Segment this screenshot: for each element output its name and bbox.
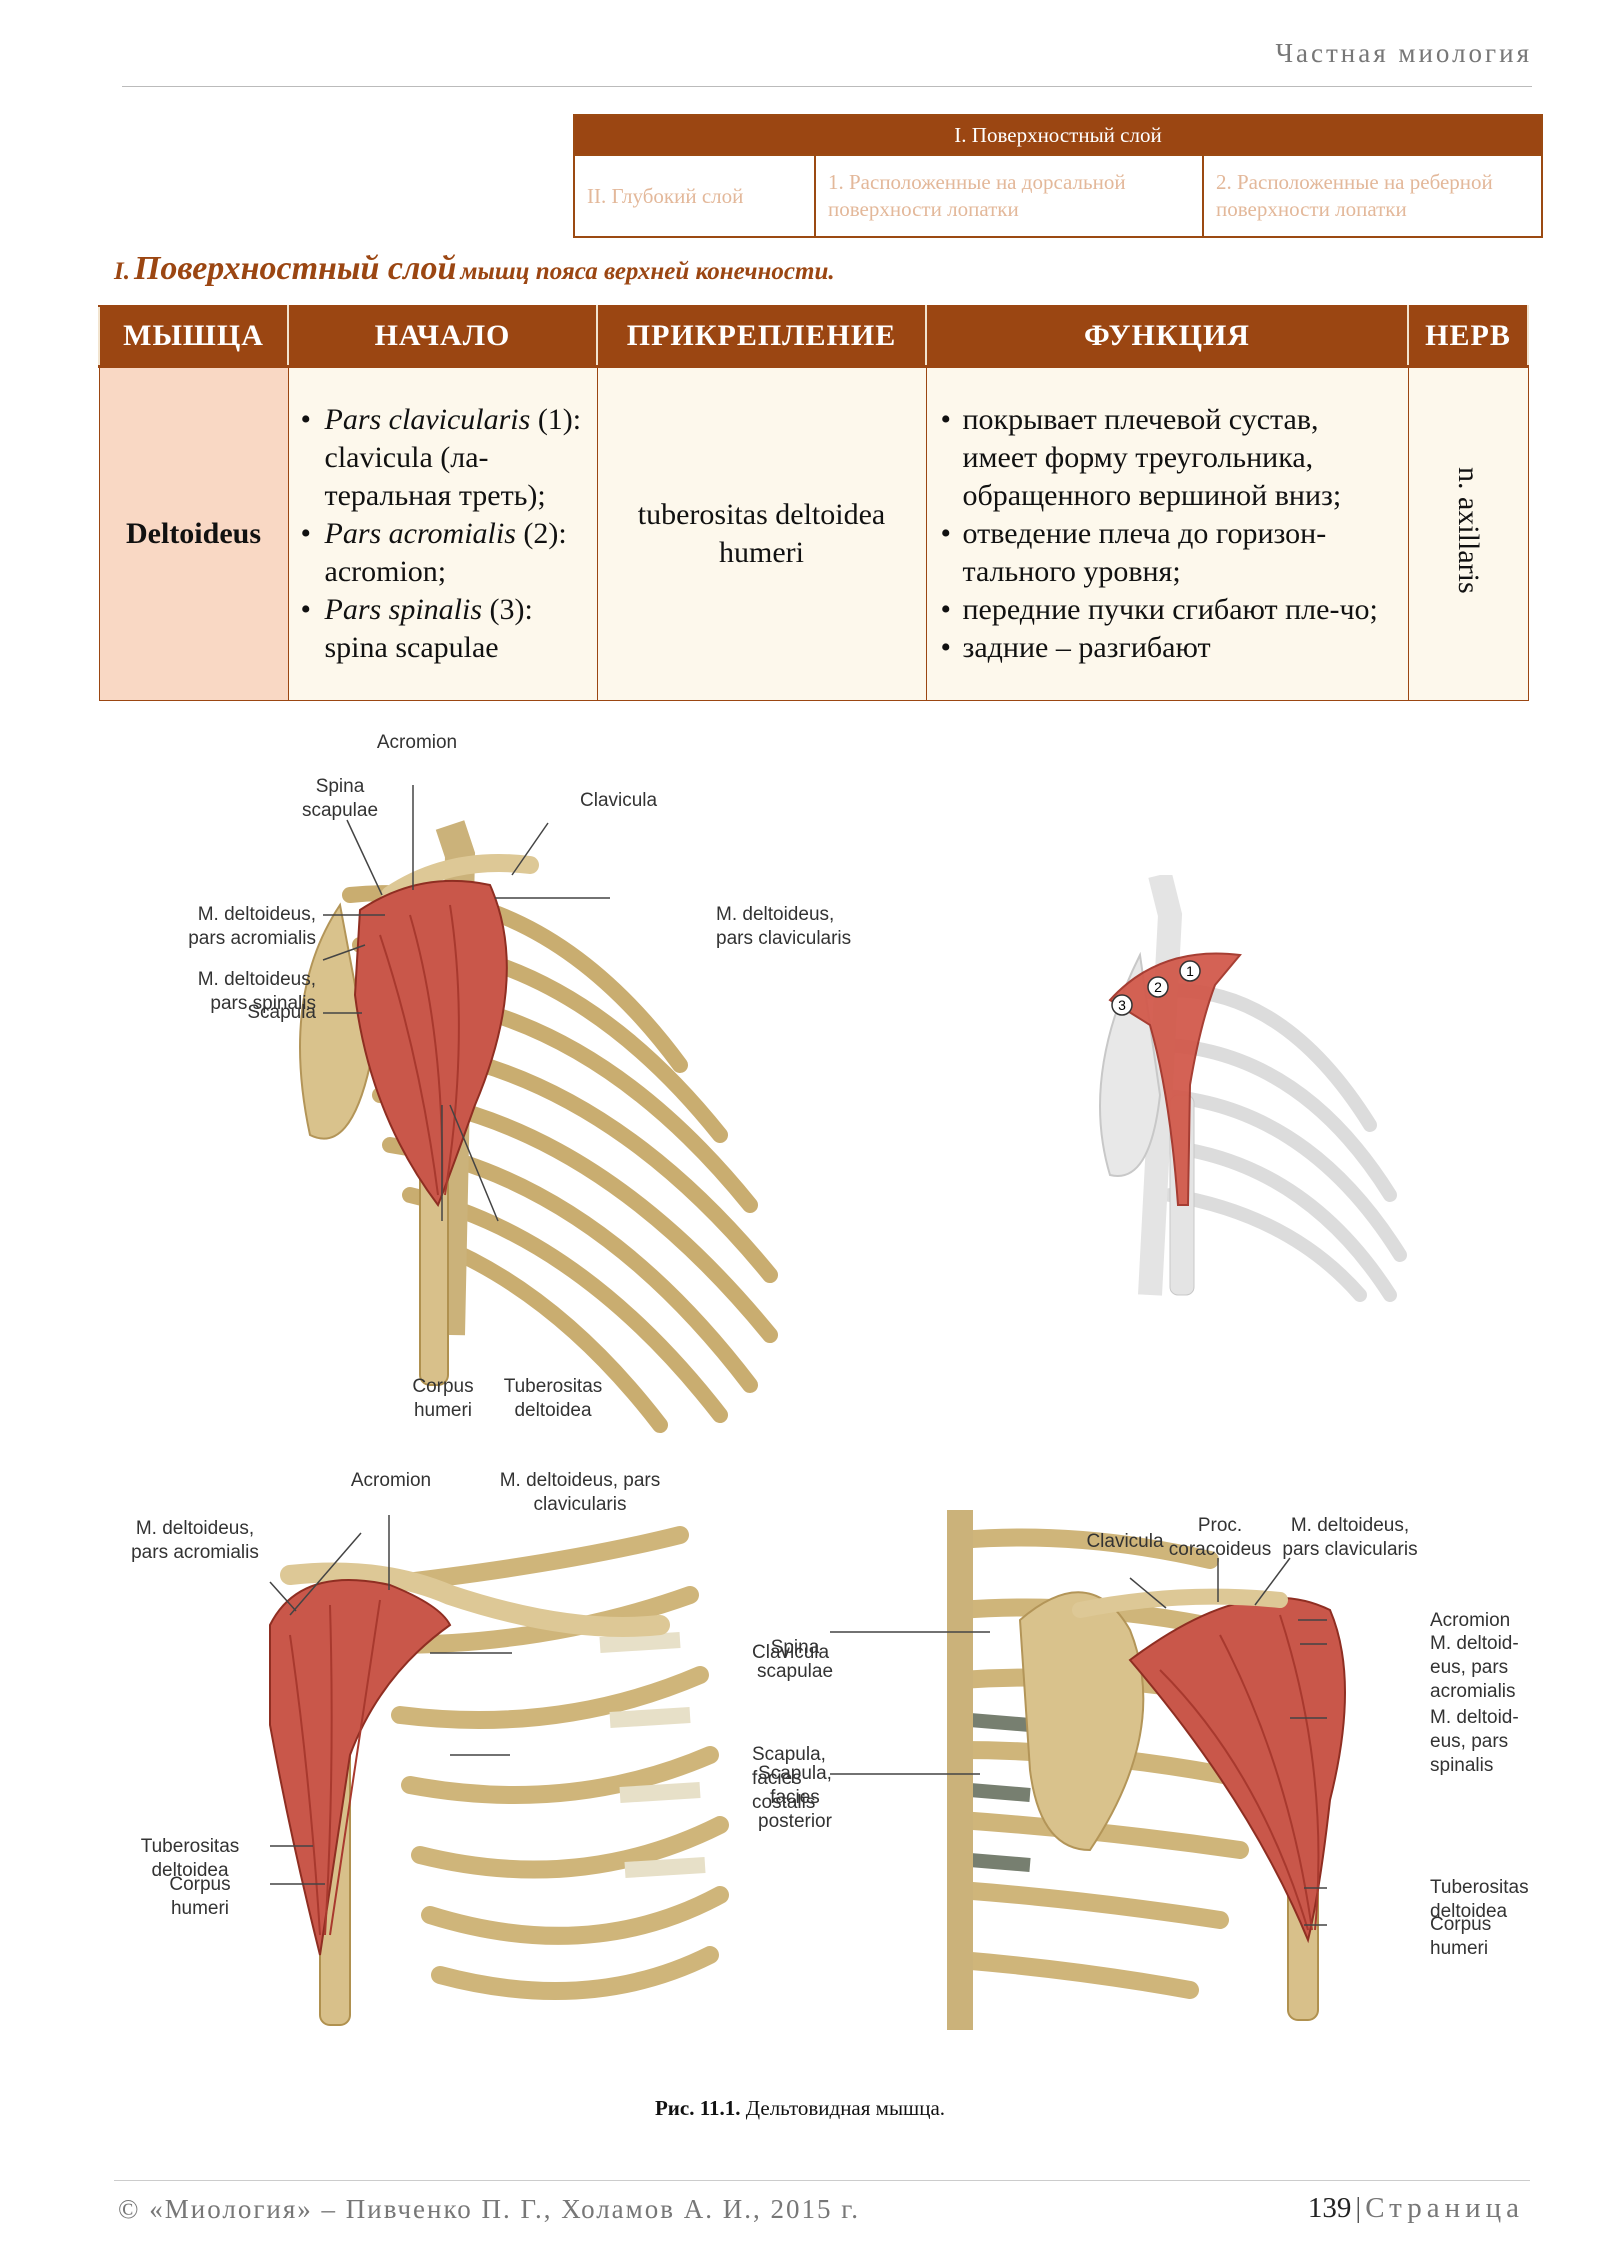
- function-item: покрывает плечевой сустав, имеет форму т…: [941, 401, 1390, 515]
- label-scapula-facies-costalis: Scapula, facies costalis: [752, 1744, 826, 1813]
- function-item: задние – разгибают: [941, 629, 1390, 667]
- label-scapula-facies-posterior: Scapula, facies posterior: [758, 1763, 832, 1832]
- function-cell: покрывает плечевой сустав, имеет форму т…: [925, 366, 1409, 701]
- muscle-name: Deltoideus: [98, 366, 289, 701]
- marker-1: 1: [1186, 963, 1194, 979]
- label-tuberositas-deltoidea: Tuberositas deltoidea: [140, 1836, 240, 1881]
- nav-link-deep-layer[interactable]: II. Глубокий слой: [573, 154, 816, 238]
- function-item: отведение плеча до горизон-тального уров…: [941, 515, 1390, 591]
- label-tuberositas-deltoidea: Tuberositas deltoidea: [1430, 1877, 1529, 1922]
- label-deltoideus-spinalis: M. deltoid- eus, pars spinalis: [1430, 1707, 1519, 1776]
- col-header-origin: НАЧАЛО: [287, 305, 598, 368]
- label-deltoideus-spinalis: M. deltoideus, pars spinalis: [197, 969, 316, 1014]
- anatomy-illustration-lateral: [299, 785, 778, 1433]
- nav-link-costal-surface[interactable]: 2. Расположенные на реберной поверхности…: [1202, 154, 1543, 238]
- insertion-cell: tuberositas deltoidea humeri: [596, 366, 927, 701]
- label-spina-scapulae: Spina scapulae: [756, 1637, 834, 1682]
- label-tuberositas-deltoidea: Tuberositas deltoidea: [503, 1376, 603, 1421]
- col-header-muscle: МЫШЦА: [98, 305, 289, 368]
- figure-deltoid-posterior: Clavicula Proc. coracoideus M. deltoideu…: [757, 1470, 1530, 2040]
- function-item: передние пучки сгибают пле-чо;: [941, 591, 1390, 629]
- footer-copyright: © «Миология» – Пивченко П. Г., Холамов А…: [118, 2194, 861, 2224]
- label-acromion: Acromion: [376, 732, 458, 753]
- section-subtitle: мышц пояса верхней конечности.: [460, 258, 835, 285]
- header-divider: [122, 86, 1532, 87]
- label-clavicula: Clavicula: [752, 1642, 830, 1663]
- col-header-insertion: ПРИКРЕПЛЕНИЕ: [596, 305, 927, 368]
- page-word: Страница: [1365, 2192, 1524, 2224]
- origin-cell: Pars clavicularis (1): clavicula (ла- те…: [287, 366, 598, 701]
- label-acromion: Acromion: [1430, 1610, 1511, 1631]
- nav-active-section[interactable]: I. Поверхностный слой: [573, 114, 1543, 156]
- footer-divider: [114, 2180, 1530, 2181]
- running-header: Частная миология: [1275, 38, 1532, 68]
- muscle-table: МЫШЦА НАЧАЛО ПРИКРЕПЛЕНИЕ ФУНКЦИЯ НЕРВ D…: [98, 305, 1529, 701]
- marker-3: 3: [1118, 997, 1126, 1013]
- label-deltoideus-clavicularis: M. deltoideus, pars clavicularis: [1282, 1515, 1418, 1560]
- figure-caption: Рис. 11.1. Дельтовидная мышца.: [0, 2096, 1600, 2121]
- section-nav: I. Поверхностный слой II. Глубокий слой …: [573, 114, 1543, 238]
- caption-text: Дельтовидная мышца.: [740, 2096, 946, 2120]
- label-deltoideus-acromialis: M. deltoid- eus, pars acromialis: [1430, 1633, 1519, 1702]
- label-proc-coracoideus: Proc. coracoideus: [1168, 1515, 1272, 1560]
- col-header-nerve: НЕРВ: [1407, 305, 1529, 368]
- section-prefix: I.: [114, 258, 130, 285]
- footer-page: 139|Страница: [1307, 2192, 1524, 2224]
- figure-deltoid-anterior: Acromion M. deltoideus, pars claviculari…: [120, 1470, 840, 2035]
- figure-deltoid-schematic: 1 2 3: [1040, 872, 1420, 1305]
- label-deltoideus-acromialis: M. deltoideus, pars acromialis: [131, 1518, 259, 1563]
- label-corpus-humeri: Corpus humeri: [1430, 1914, 1492, 1959]
- nerve-name: n. axillaris: [1452, 466, 1485, 594]
- label-deltoideus-clavicularis: M. deltoideus, pars clavicularis: [716, 904, 852, 949]
- label-corpus-humeri: Corpus humeri: [412, 1376, 474, 1421]
- section-title: I. Поверхностный слой мышц пояса верхней…: [114, 250, 835, 288]
- function-list: покрывает плечевой сустав, имеет форму т…: [941, 401, 1390, 667]
- origin-item: Pars clavicularis (1): clavicula (ла- те…: [299, 401, 587, 515]
- section-title-text: Поверхностный слой: [133, 250, 457, 287]
- anatomy-schematic: 1 2 3: [1099, 872, 1407, 1302]
- caption-label: Рис. 11.1.: [654, 2096, 741, 2120]
- origin-list: Pars clavicularis (1): clavicula (ла- те…: [299, 401, 587, 667]
- nerve-cell: n. axillaris: [1407, 366, 1529, 701]
- marker-2: 2: [1154, 979, 1162, 995]
- nav-link-dorsal-surface[interactable]: 1. Расположенные на дорсальной поверхнос…: [814, 154, 1204, 238]
- label-clavicula: Clavicula: [1086, 1531, 1164, 1552]
- label-corpus-humeri: Corpus humeri: [169, 1874, 231, 1919]
- col-header-function: ФУНКЦИЯ: [925, 305, 1409, 368]
- anatomy-illustration-posterior: [812, 1510, 1346, 2030]
- table-row: Deltoideus Pars clavicularis (1): clavic…: [98, 366, 1529, 701]
- label-deltoideus-acromialis: M. deltoideus, pars acromialis: [188, 904, 316, 949]
- origin-item: Pars spinalis (3): spina scapulae: [299, 591, 587, 667]
- label-deltoideus-clavicularis: M. deltoideus, pars clavicularis: [499, 1470, 661, 1515]
- label-spina-scapulae: Spina scapulae: [301, 776, 379, 821]
- label-scapula: Scapula: [247, 1002, 316, 1023]
- anatomy-illustration-anterior: [269, 1515, 729, 2026]
- page-number: 139: [1307, 2192, 1352, 2224]
- origin-item: Pars acromialis (2): acromion;: [299, 515, 587, 591]
- label-acromion: Acromion: [350, 1470, 432, 1491]
- table-header-row: МЫШЦА НАЧАЛО ПРИКРЕПЛЕНИЕ ФУНКЦИЯ НЕРВ: [98, 305, 1529, 368]
- figure-deltoid-lateral: Acromion Spina scapulae Clavicula M. del…: [120, 732, 880, 1435]
- label-clavicula: Clavicula: [580, 790, 658, 811]
